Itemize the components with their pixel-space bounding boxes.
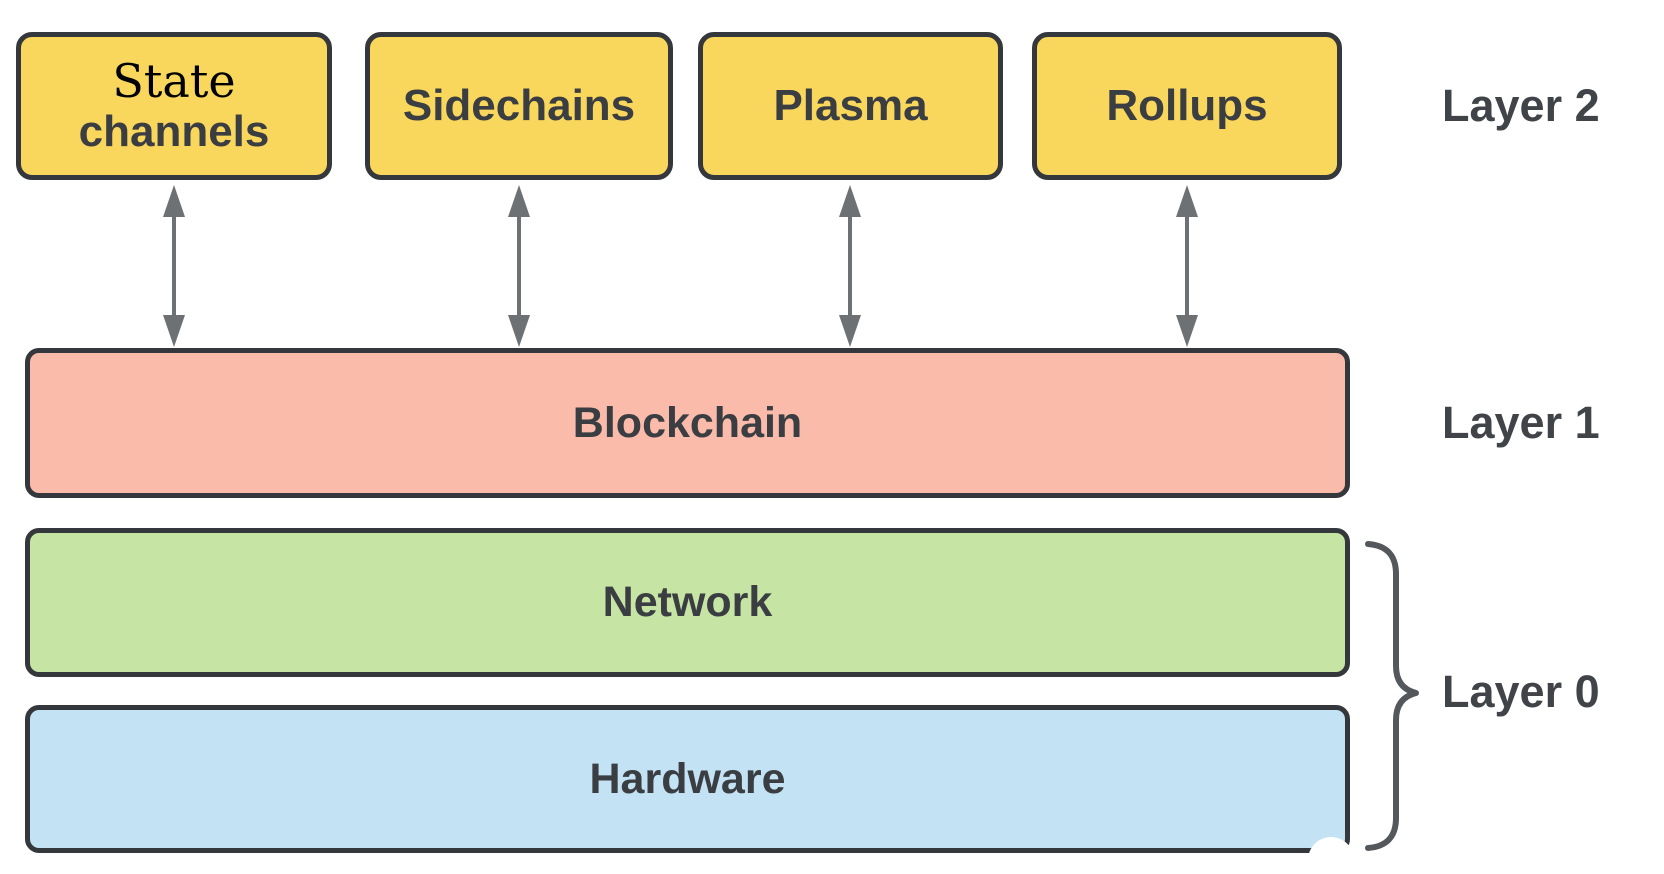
state-channels-label-line2: channels: [78, 107, 270, 157]
rollups-label: Rollups: [1106, 81, 1268, 131]
arrowhead-up: [163, 185, 185, 217]
right-curly-brace-icon: [1365, 541, 1419, 851]
rollups-box: Rollups: [1032, 32, 1342, 180]
arrowhead-up: [839, 185, 861, 217]
double-arrow-icon: [506, 185, 532, 347]
arrow-shaft: [1185, 217, 1189, 315]
arrowhead-up: [1176, 185, 1198, 217]
plasma-box: Plasma: [698, 32, 1003, 180]
double-arrow-icon: [1174, 185, 1200, 347]
double-arrow-icon: [837, 185, 863, 347]
network-label: Network: [602, 578, 773, 626]
state-channels-box: State channels: [16, 32, 332, 180]
blockchain-box: Blockchain: [25, 348, 1350, 498]
sidechains-box: Sidechains: [365, 32, 673, 180]
hardware-label: Hardware: [589, 754, 786, 803]
arrowhead-up: [508, 185, 530, 217]
arrow-shaft: [848, 217, 852, 315]
arrowhead-down: [839, 315, 861, 347]
layer-1-label: Layer 1: [1442, 397, 1600, 448]
plasma-label: Plasma: [773, 81, 928, 131]
arrowhead-down: [1176, 315, 1198, 347]
blockchain-label: Blockchain: [572, 398, 803, 447]
double-arrow-icon: [161, 185, 187, 347]
network-box: Network: [25, 528, 1350, 677]
white-notch-artifact: [1308, 837, 1354, 874]
state-channels-label-line1: State: [112, 53, 236, 108]
sidechains-label: Sidechains: [402, 81, 636, 131]
layer-0-label: Layer 0: [1442, 666, 1600, 717]
layer-2-label: Layer 2: [1442, 80, 1600, 131]
arrowhead-down: [163, 315, 185, 347]
hardware-box: Hardware: [25, 705, 1350, 853]
arrow-shaft: [517, 217, 521, 315]
arrow-shaft: [172, 217, 176, 315]
arrowhead-down: [508, 315, 530, 347]
